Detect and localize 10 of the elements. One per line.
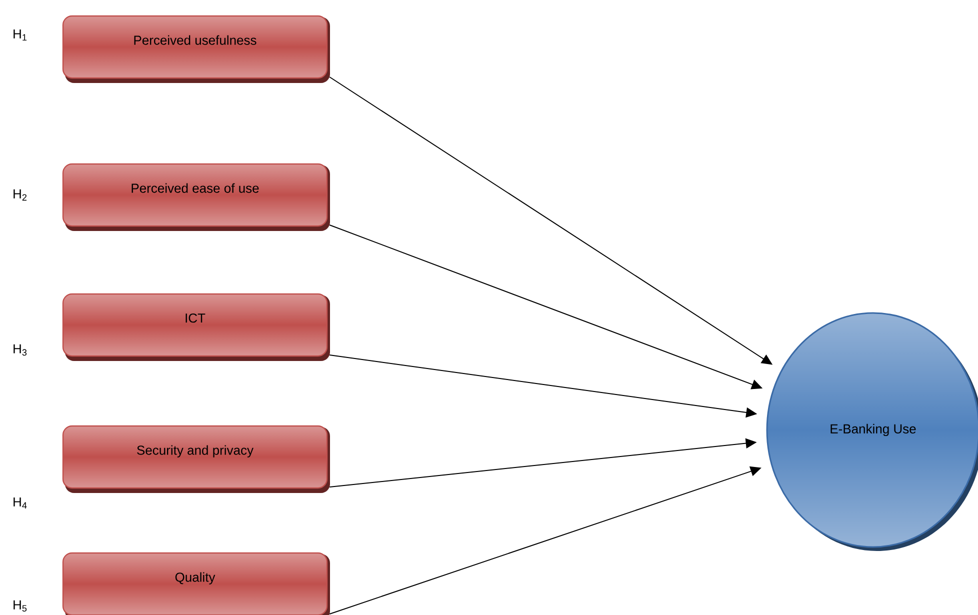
hypothesis-label: H$_{4}$ — [14, 497, 27, 509]
process-box: Quality — [62, 552, 330, 615]
hypothesis-label: H$_{3}$ — [14, 344, 27, 356]
hypothesis-label: H$_{1}$ — [14, 29, 27, 41]
process-box: Perceived usefulness — [62, 15, 330, 83]
hypothesis-label: H$_{2}$ — [14, 189, 27, 201]
process-box: ICT — [62, 293, 330, 361]
process-box: Security and privacy — [62, 425, 330, 493]
process-box: Perceived ease of use — [62, 163, 330, 231]
hypothesis-label: H$_{5}$ — [14, 600, 27, 612]
